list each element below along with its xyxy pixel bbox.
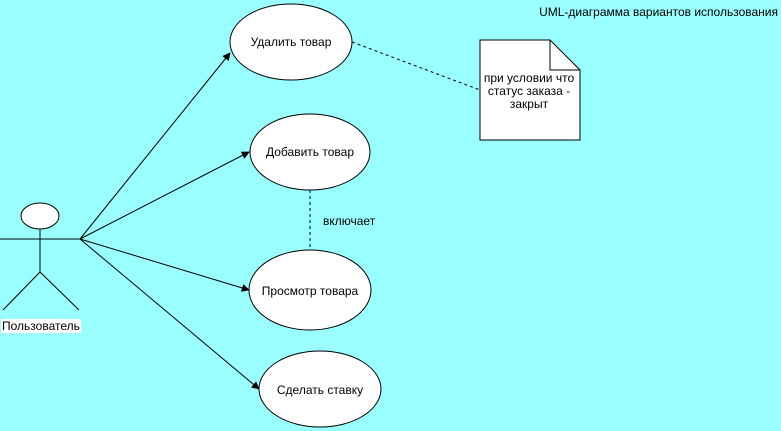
association-view (79, 238, 250, 292)
association-add (79, 151, 250, 240)
note-shape[interactable] (479, 39, 581, 141)
use-case-add-label: Добавить товар (266, 145, 354, 159)
actor-label: Пользователь (1, 319, 81, 333)
actor-stick-figure-icon[interactable] (0, 202, 80, 311)
use-case-bid-label: Сделать ставку (276, 383, 364, 397)
use-case-delete-ellipse[interactable] (229, 3, 353, 81)
note-connector-line (351, 41, 481, 91)
association-delete (79, 52, 231, 240)
use-case-add-ellipse[interactable] (249, 113, 371, 191)
use-case-view-label: Просмотр товара (261, 284, 359, 298)
association-bid (79, 238, 260, 390)
diagram-title: UML-диаграмма вариантов использования (539, 5, 778, 19)
use-case-bid-ellipse[interactable] (258, 350, 382, 428)
note-text: при условии что статус заказа - закрыт (483, 71, 575, 111)
use-case-delete-label: Удалить товар (250, 35, 332, 49)
include-relationship-label: включает (323, 214, 376, 228)
use-case-view-ellipse[interactable] (248, 249, 372, 331)
